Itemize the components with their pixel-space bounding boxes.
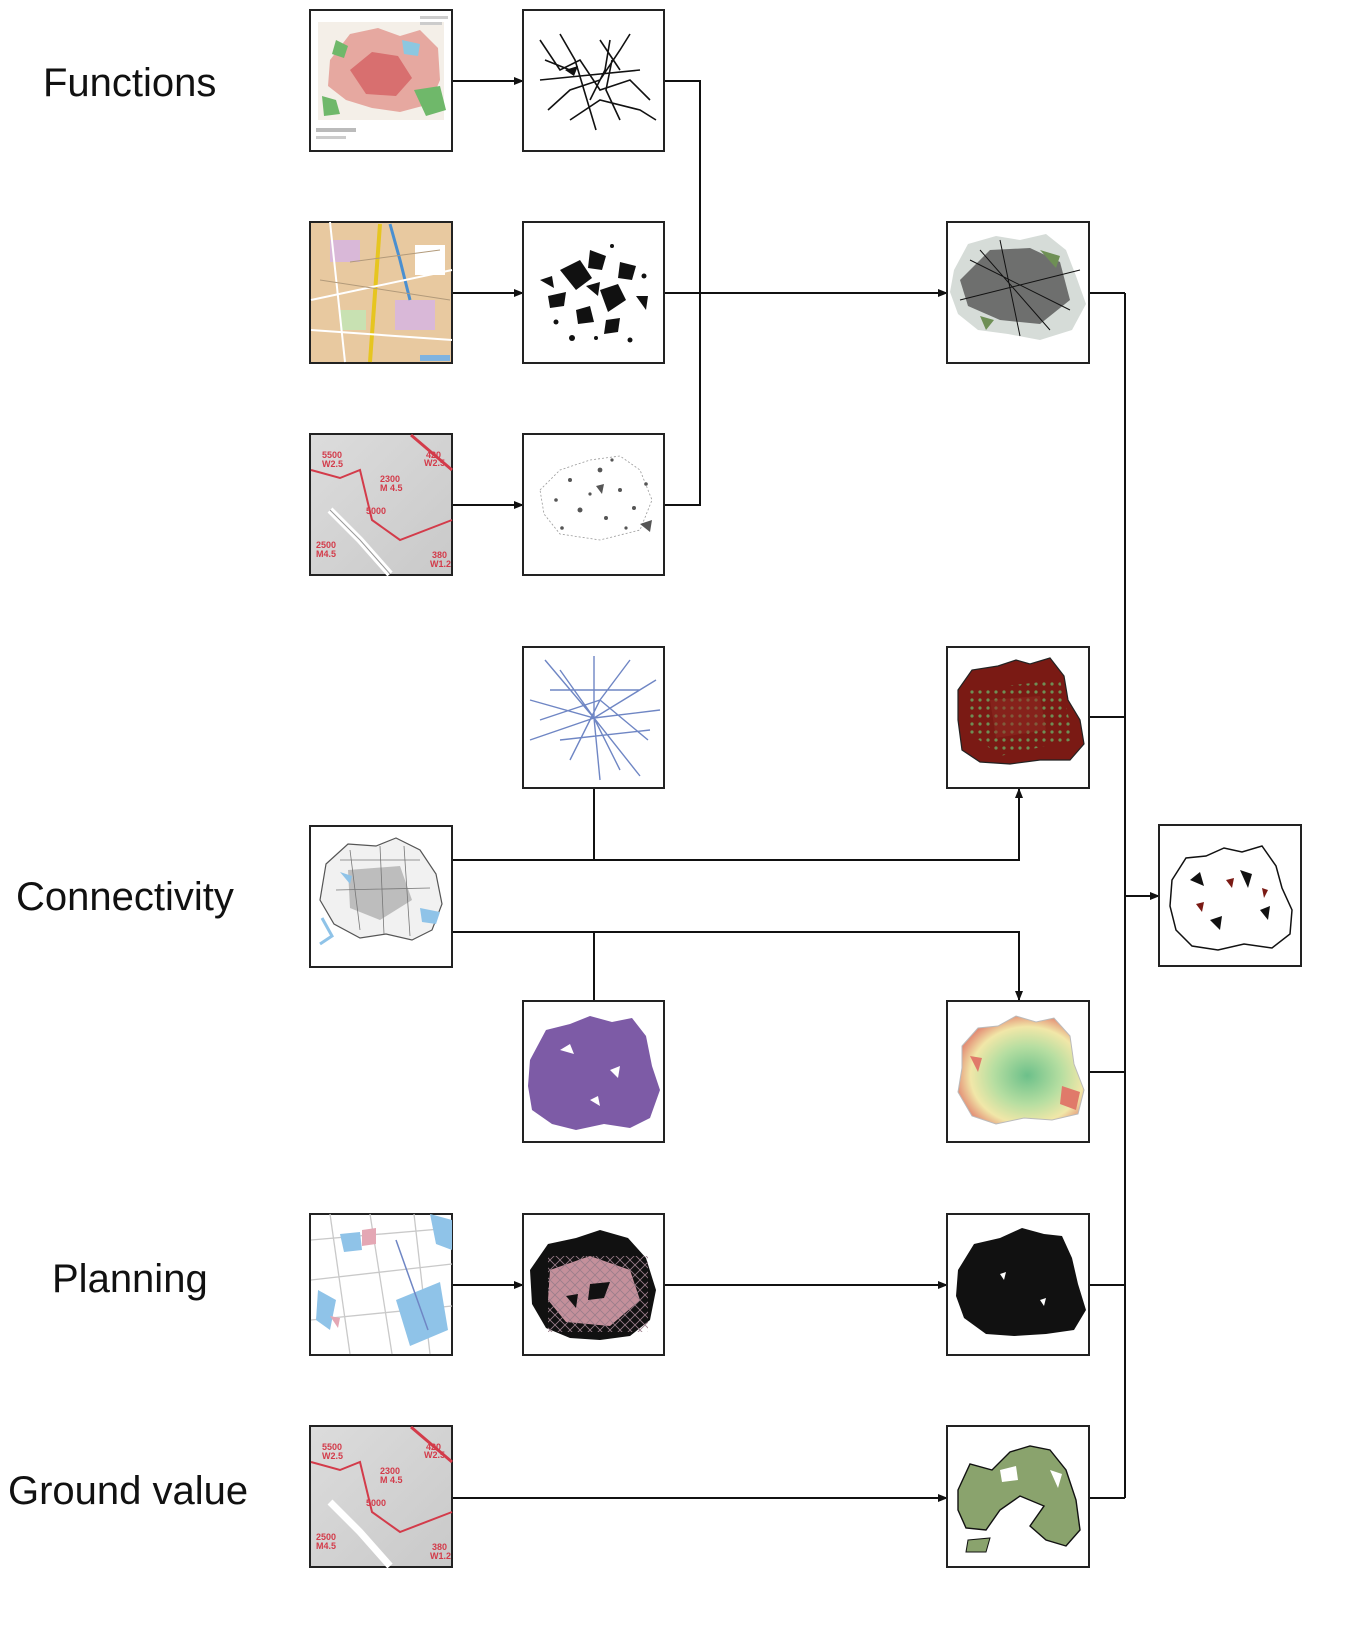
svg-text:5500: 5500 bbox=[322, 450, 342, 460]
thumb-planning-map bbox=[309, 1213, 453, 1356]
thumb-heat-map bbox=[946, 1000, 1090, 1143]
svg-text:5000: 5000 bbox=[366, 506, 386, 516]
arrow-connectivity-to-density bbox=[452, 788, 1023, 861]
svg-text:380: 380 bbox=[432, 1542, 447, 1552]
label-planning: Planning bbox=[52, 1257, 208, 1301]
thumb-sparse-buildings bbox=[522, 433, 665, 576]
thumb-street-map bbox=[309, 221, 453, 364]
svg-text:W2.5: W2.5 bbox=[322, 459, 343, 469]
arrow-connectivity-to-heat bbox=[452, 931, 1023, 1001]
thumb-planning-result bbox=[946, 1213, 1090, 1356]
thumb-land-use-map bbox=[309, 9, 453, 152]
svg-text:5500: 5500 bbox=[322, 1442, 342, 1452]
svg-text:M4.5: M4.5 bbox=[316, 549, 336, 559]
thumb-berlin-districts bbox=[309, 825, 453, 968]
thumb-road-network-black bbox=[522, 9, 665, 152]
svg-text:5000: 5000 bbox=[366, 1498, 386, 1508]
thumb-transit-network bbox=[522, 646, 665, 789]
label-functions: Functions bbox=[43, 61, 216, 105]
thumb-ground-value-result bbox=[946, 1425, 1090, 1568]
connectors bbox=[452, 77, 1160, 1502]
svg-text:420: 420 bbox=[426, 450, 441, 460]
label-connectivity: Connectivity bbox=[16, 875, 234, 919]
svg-text:2500: 2500 bbox=[316, 540, 336, 550]
svg-text:M 4.5: M 4.5 bbox=[380, 1475, 403, 1485]
thumb-building-clusters bbox=[522, 221, 665, 364]
thumb-accessibility-area bbox=[522, 1000, 665, 1143]
svg-text:2300: 2300 bbox=[380, 474, 400, 484]
thumb-density-overlay bbox=[946, 646, 1090, 789]
svg-text:W2.5: W2.5 bbox=[424, 458, 445, 468]
svg-text:M4.5: M4.5 bbox=[316, 1541, 336, 1551]
label-ground-value: Ground value bbox=[8, 1469, 248, 1513]
svg-text:W2.5: W2.5 bbox=[322, 1451, 343, 1461]
svg-text:W2.5: W2.5 bbox=[424, 1450, 445, 1460]
svg-text:420: 420 bbox=[426, 1442, 441, 1452]
svg-text:2300: 2300 bbox=[380, 1466, 400, 1476]
svg-text:W1.2: W1.2 bbox=[430, 559, 451, 569]
svg-text:380: 380 bbox=[432, 550, 447, 560]
thumb-functions-combined bbox=[946, 221, 1090, 364]
thumb-planning-overlay bbox=[522, 1213, 665, 1356]
svg-text:W1.2: W1.2 bbox=[430, 1551, 451, 1561]
svg-text:2500: 2500 bbox=[316, 1532, 336, 1542]
svg-text:M 4.5: M 4.5 bbox=[380, 483, 403, 493]
thumb-final-suitability-map bbox=[1158, 824, 1302, 967]
